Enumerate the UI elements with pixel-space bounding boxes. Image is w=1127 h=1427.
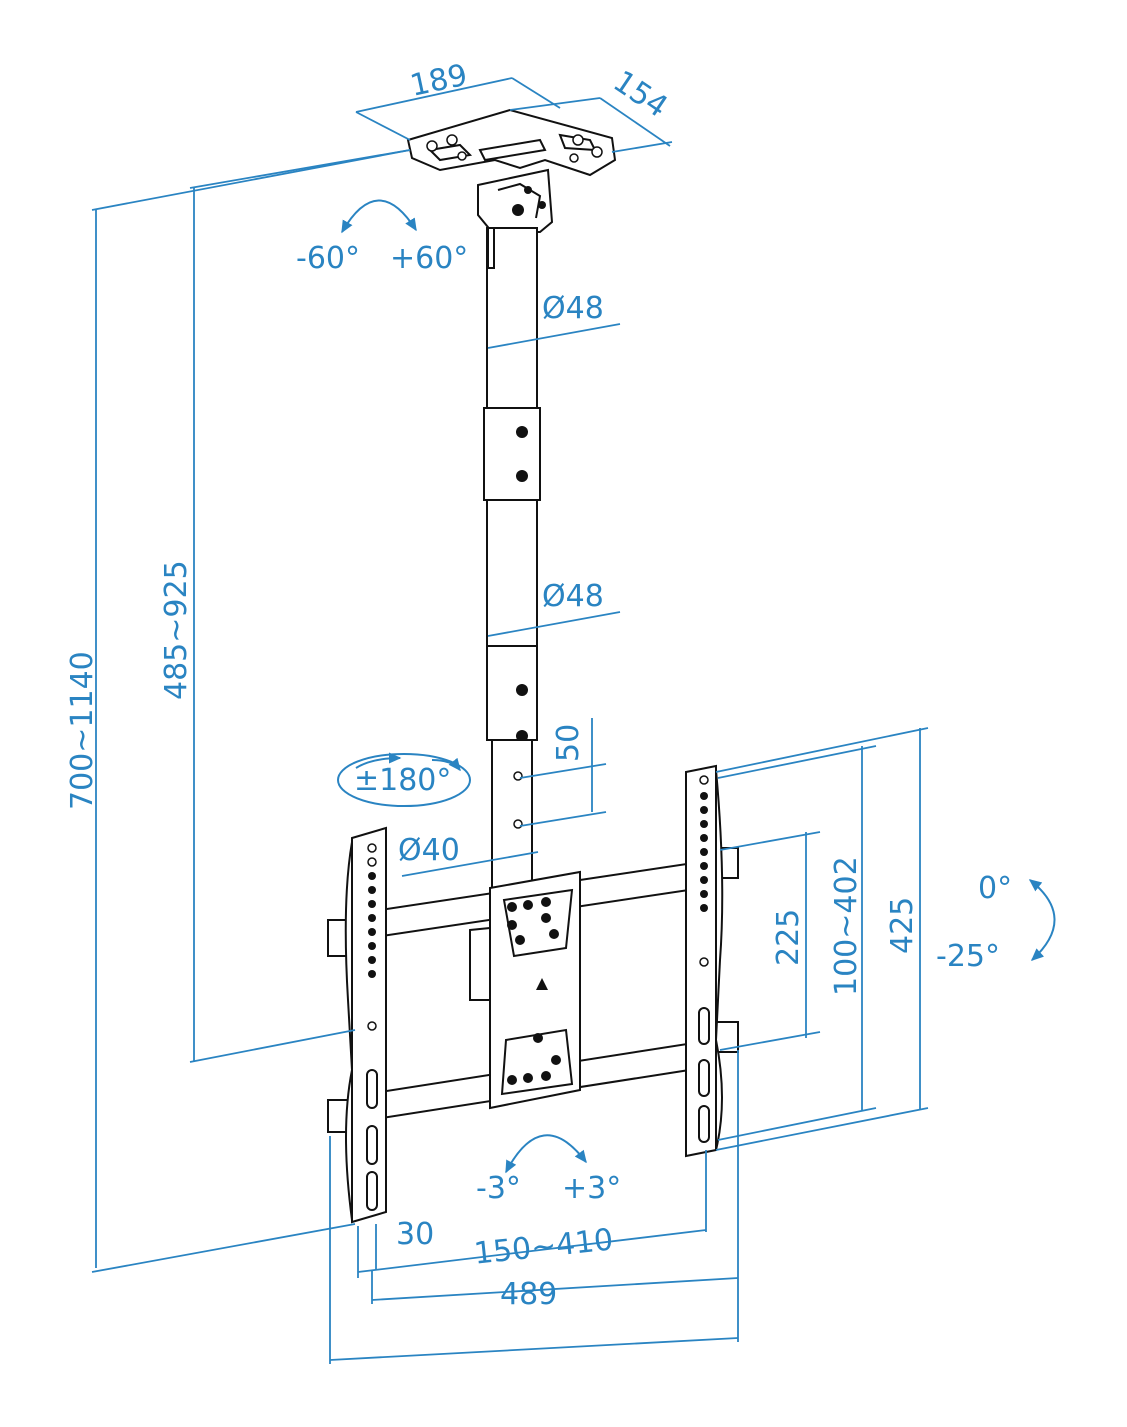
rotation-ellipse-icon [337,753,471,807]
label-tilt-down: -25° [936,939,1000,974]
right-rail [685,764,724,1158]
label-plate-height: 425 [885,897,920,954]
ceiling-bracket [406,108,617,177]
center-plate [469,870,581,1110]
label-horizontal-range: 150~410 [472,1222,615,1271]
label-drop-height: 485~925 [159,560,194,700]
left-rail [344,826,387,1224]
label-level-left: -3° [476,1171,521,1206]
tilt-arrow-icon [1028,879,1056,961]
label-tube-upper-diameter: Ø48 [542,291,604,326]
dimension-lines [91,77,929,1364]
label-rail-width: 30 [396,1217,434,1252]
label-swivel-left: -60° [296,241,360,276]
label-bracket-width: 189 [407,58,470,104]
label-level-right: +3° [562,1171,621,1206]
middle-tube [486,499,538,742]
label-vertical-range: 100~402 [829,856,864,996]
label-tilt-up: 0° [978,871,1012,906]
label-tube-lower-diameter: Ø40 [398,833,460,868]
rotation-arrow-back-icon [431,757,461,772]
swivel-arrow-icon [341,199,417,234]
label-swivel-right: +60° [390,241,468,276]
label-vesa-vertical: 225 [771,909,806,966]
swivel-joint [477,168,554,233]
level-arrow-icon [505,1134,587,1174]
upper-tube [486,227,538,409]
label-hole-pitch: 50 [551,724,586,762]
label-tube-middle-diameter: Ø48 [542,579,604,614]
label-bracket-depth: 154 [607,64,674,125]
label-overall-width: 489 [500,1277,557,1312]
tube-coupler [483,407,541,501]
lower-tube [491,739,533,891]
label-total-height: 700~1140 [65,651,100,810]
rotation-arrow-icon [355,752,402,769]
label-rotation: ±180° [354,763,451,798]
